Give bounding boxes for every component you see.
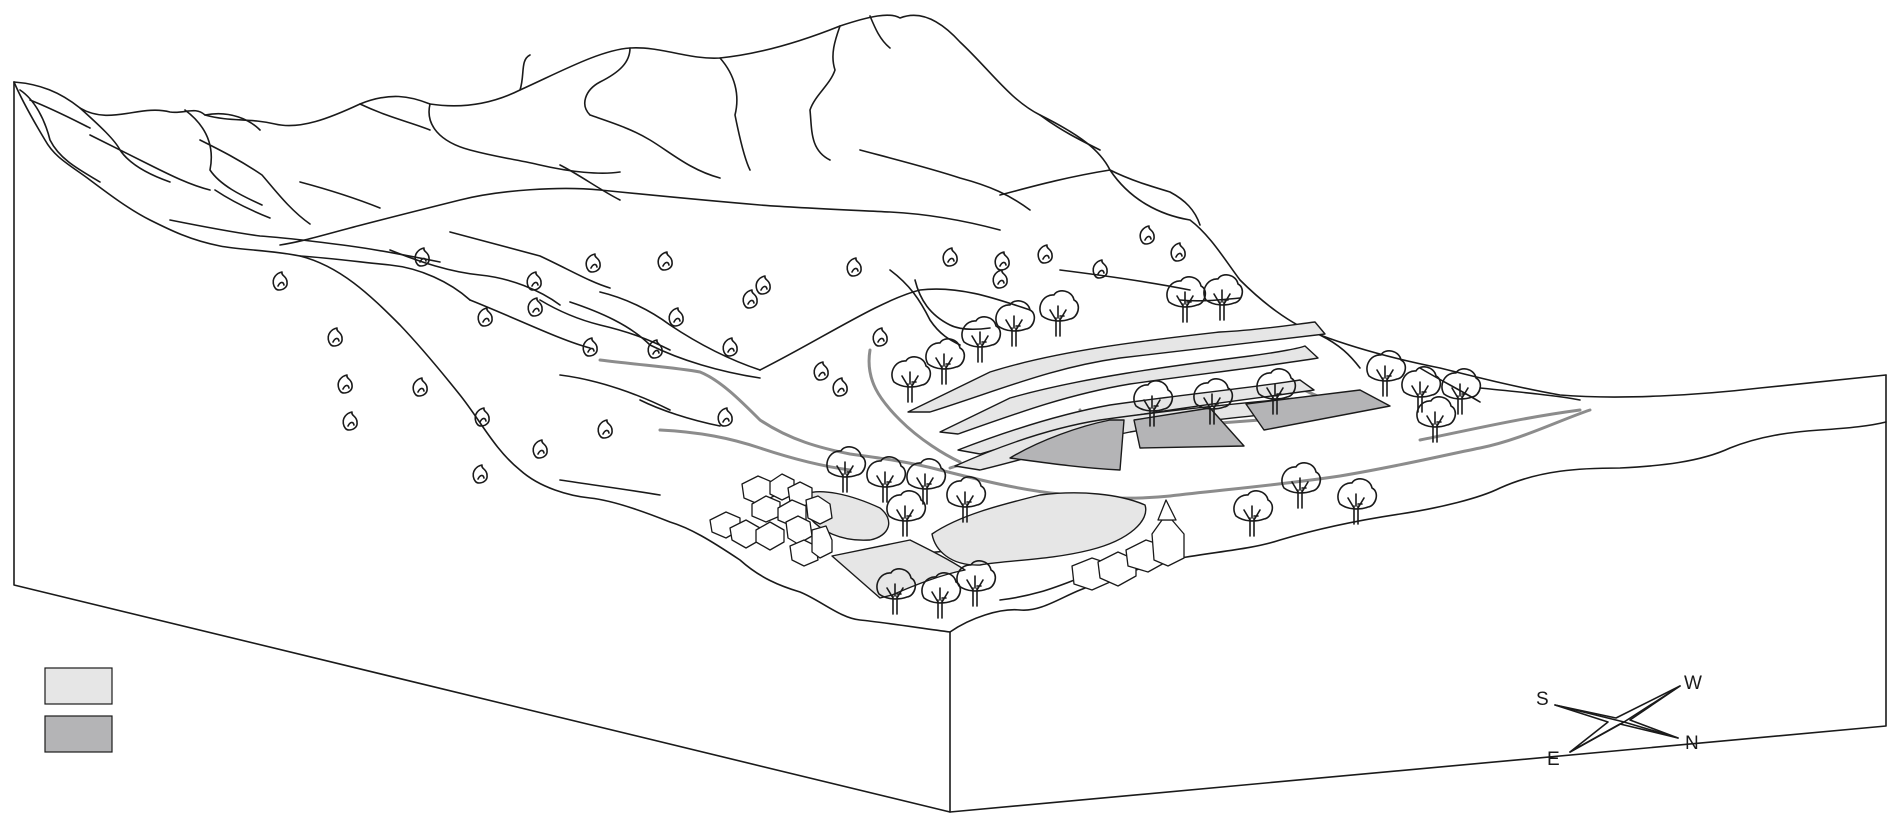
rock-icon bbox=[1037, 244, 1053, 264]
rock-icon bbox=[832, 377, 848, 397]
tree-icon bbox=[1233, 490, 1274, 537]
tree-icon bbox=[921, 572, 962, 619]
tree-icon bbox=[906, 458, 947, 505]
tree-icon bbox=[1337, 478, 1378, 525]
rock-icon bbox=[717, 407, 733, 427]
dark-fields bbox=[1009, 389, 1391, 471]
rock-icon bbox=[657, 251, 673, 271]
compass-label-north: N bbox=[1685, 733, 1699, 754]
rock-icon bbox=[337, 374, 353, 394]
tree-icon bbox=[1039, 290, 1080, 337]
tree-icon bbox=[876, 568, 917, 615]
tree-icon bbox=[891, 356, 932, 403]
rock-icon bbox=[474, 407, 490, 427]
village-west bbox=[709, 473, 833, 567]
rock-icon bbox=[272, 271, 288, 291]
tree-icon bbox=[1203, 274, 1244, 321]
rock-icon bbox=[472, 464, 488, 484]
block-outline bbox=[13, 81, 1887, 813]
rock-icon bbox=[992, 269, 1008, 289]
rock-icon bbox=[755, 275, 771, 295]
tree-icon bbox=[961, 316, 1002, 363]
rock-icon bbox=[597, 419, 613, 439]
rock-icon bbox=[846, 257, 862, 277]
terrain-contours bbox=[19, 15, 1581, 601]
rock-icon bbox=[1170, 242, 1186, 262]
rock-symbols bbox=[272, 225, 1186, 484]
rock-icon bbox=[342, 411, 358, 431]
rock-icon bbox=[527, 297, 543, 317]
tree-icon bbox=[946, 476, 987, 523]
rock-icon bbox=[813, 361, 829, 381]
rock-icon bbox=[585, 253, 601, 273]
tree-icon bbox=[995, 300, 1036, 347]
rock-icon bbox=[722, 337, 738, 357]
tree-icon bbox=[1281, 462, 1322, 509]
rock-icon bbox=[647, 339, 663, 359]
tree-icon bbox=[866, 456, 907, 503]
tree-icon bbox=[1166, 276, 1207, 323]
rock-icon bbox=[668, 307, 684, 327]
rock-icon bbox=[742, 289, 758, 309]
tree-symbols bbox=[826, 274, 1482, 619]
legend bbox=[44, 667, 113, 753]
legend-swatch-light bbox=[44, 667, 113, 705]
tree-icon bbox=[1366, 350, 1407, 397]
legend-swatch-dark bbox=[44, 715, 113, 753]
rock-icon bbox=[1092, 259, 1108, 279]
tree-icon bbox=[925, 338, 966, 385]
tree-icon bbox=[956, 560, 997, 607]
rock-icon bbox=[872, 327, 888, 347]
rock-icon bbox=[582, 337, 598, 357]
rock-icon bbox=[412, 377, 428, 397]
tree-icon bbox=[886, 490, 927, 537]
rock-icon bbox=[477, 307, 493, 327]
rock-icon bbox=[942, 247, 958, 267]
terrain-surface bbox=[13, 14, 1887, 633]
village-east bbox=[1071, 499, 1185, 591]
rock-icon bbox=[526, 271, 542, 291]
rock-icon bbox=[1139, 225, 1155, 245]
compass-label-east: E bbox=[1547, 749, 1560, 770]
rock-icon bbox=[532, 439, 548, 459]
compass-rose: S W E N bbox=[1536, 673, 1702, 770]
rock-icon bbox=[994, 251, 1010, 271]
tree-icon bbox=[826, 446, 867, 493]
tree-icon bbox=[1193, 378, 1234, 425]
tree-icon bbox=[1133, 380, 1174, 427]
compass-label-west: W bbox=[1684, 673, 1702, 694]
rock-icon bbox=[327, 327, 343, 347]
tree-icon bbox=[1416, 396, 1457, 443]
compass-label-south: S bbox=[1536, 689, 1549, 710]
rock-icon bbox=[414, 247, 430, 267]
tree-icon bbox=[1441, 368, 1482, 415]
tree-icon bbox=[1256, 368, 1297, 415]
